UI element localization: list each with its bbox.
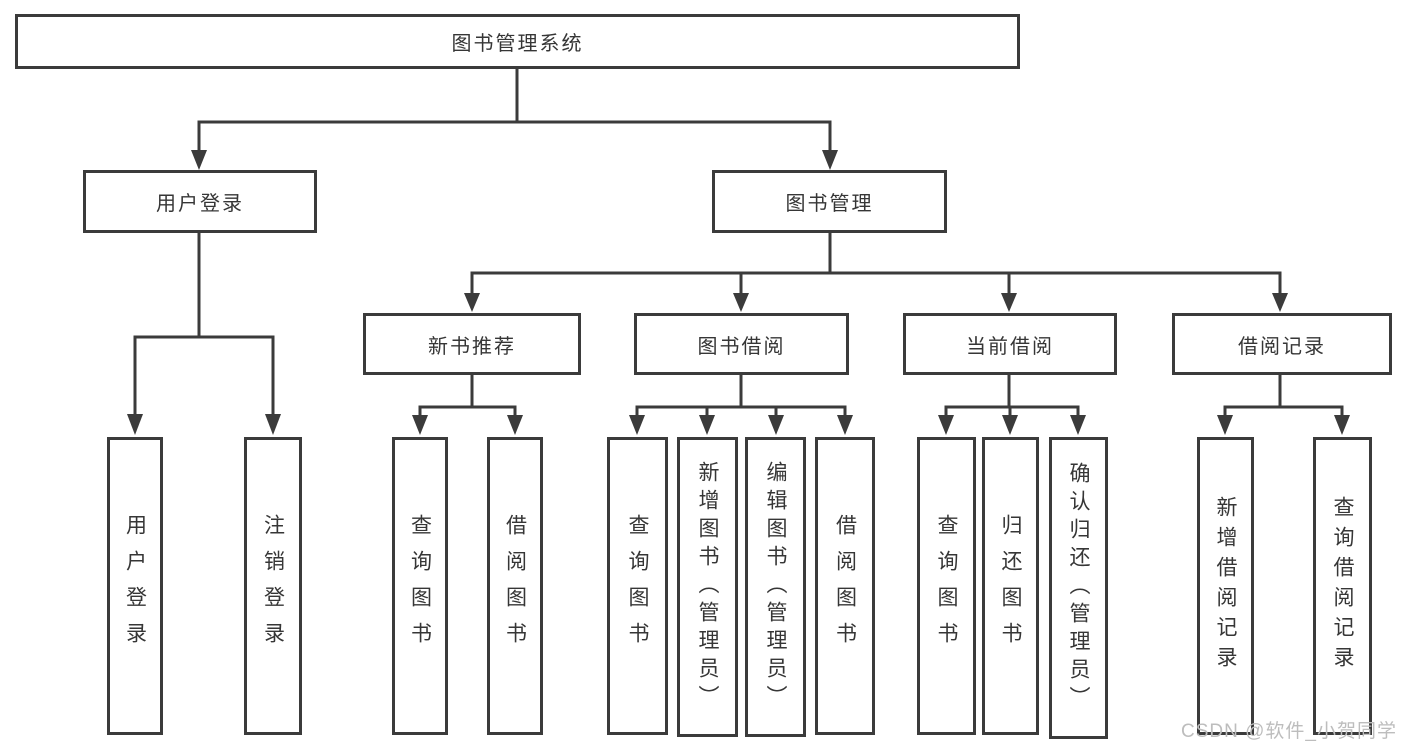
node-current-borrowing: 当前借阅 [903, 313, 1117, 375]
watermark: CSDN @软件_小贺同学 [1181, 721, 1397, 742]
node-query-books-current: 查询图书 [917, 437, 976, 735]
node-add-borrow-record: 新增借阅记录 [1197, 437, 1254, 735]
node-new-book-recommend: 新书推荐 [363, 313, 581, 375]
node-add-books-admin: 新增图书（管理员） [677, 437, 738, 737]
node-root-system: 图书管理系统 [15, 14, 1020, 69]
node-return-books: 归还图书 [982, 437, 1039, 735]
node-confirm-return-admin: 确认归还（管理员） [1049, 437, 1108, 739]
node-borrowing-records: 借阅记录 [1172, 313, 1392, 375]
node-edit-books-admin: 编辑图书（管理员） [745, 437, 806, 737]
node-book-borrowing: 图书借阅 [634, 313, 849, 375]
node-query-books-borrowing: 查询图书 [607, 437, 668, 735]
node-borrow-books-recommend: 借阅图书 [487, 437, 543, 735]
node-borrow-books-borrowing: 借阅图书 [815, 437, 875, 735]
node-logout-action: 注销登录 [244, 437, 302, 735]
node-book-management: 图书管理 [712, 170, 947, 233]
node-query-books-recommend: 查询图书 [392, 437, 448, 735]
node-user-login: 用户登录 [83, 170, 317, 233]
node-query-borrow-record: 查询借阅记录 [1313, 437, 1372, 735]
node-user-login-action: 用户登录 [107, 437, 163, 735]
